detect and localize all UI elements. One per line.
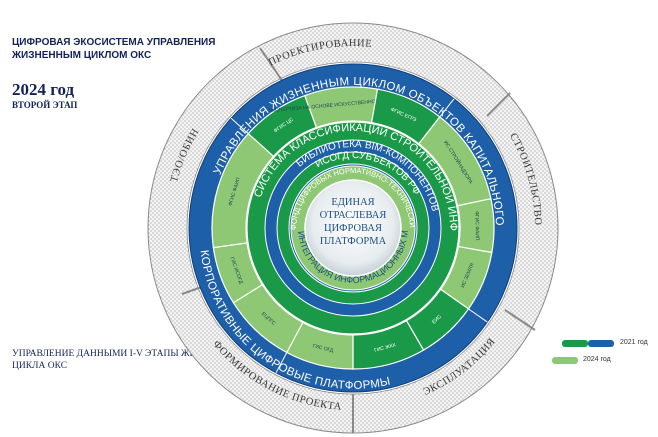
year-label: 2024 год [12,80,75,99]
data-management-label: УПРАВЛЕНИЕ ДАННЫМИ I-V ЭТАПЫ ЖИЗНЕННОГО … [12,349,247,371]
center-line-4: ПЛАТФОРМА [320,236,387,247]
ring-separator [439,98,455,118]
legend-label-2021: 2021 год [620,339,648,346]
legend-swatch-2021-green [562,340,588,347]
legend-swatch-2021-blue [588,340,614,347]
legend-swatch-2024 [552,357,578,364]
ring-separator [230,117,249,135]
ring-segment [211,132,275,249]
center-line-2: ОТРАСЛЕВАЯ [320,210,387,221]
legend-label-2024: 2024 год [583,356,611,363]
segment-label: ГИС ОГД [312,343,334,354]
center-line-3: ЦИФРОВАЯ [324,223,382,234]
stage-dividers [181,47,536,433]
ring-separator [275,352,288,374]
ring-separator [468,308,488,323]
segment-label: ФГИС ФАИП [473,211,480,241]
diagram-title: ЦИФРОВАЯ ЭКОСИСТЕМА УПРАВЛЕНИЯ ЖИЗНЕННЫМ… [12,37,216,61]
segment-label: ЕИС [431,314,443,326]
center-line-1: ЕДИНАЯ [331,197,374,208]
segment-label: ГИС ЖКХ [374,342,398,354]
central-platform [304,179,402,277]
stage-label: ВТОРОЙ ЭТАП [12,100,78,110]
